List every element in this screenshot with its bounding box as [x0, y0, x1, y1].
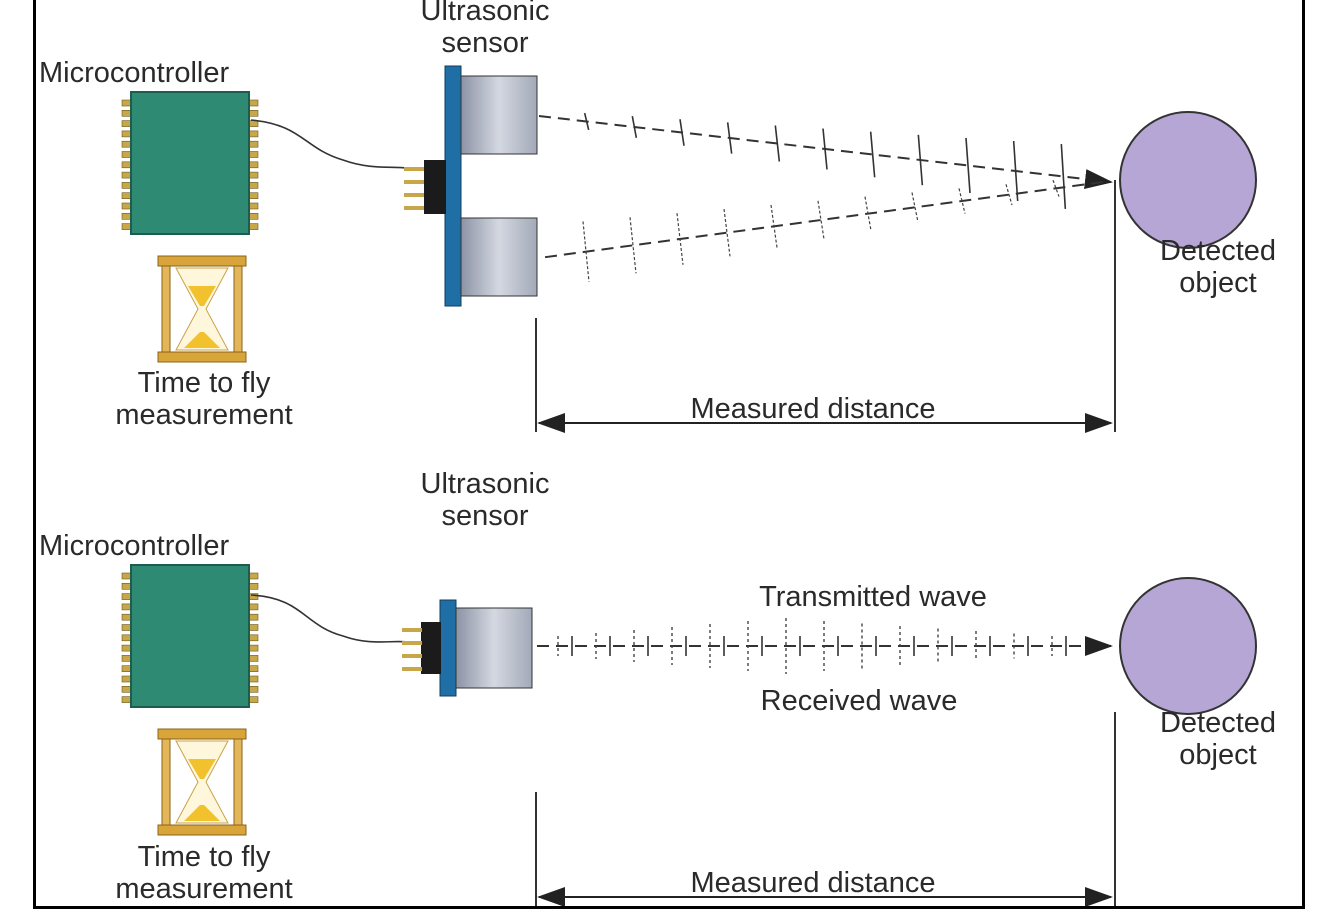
connector-pins	[402, 628, 422, 671]
timer-label-line1: Time to fly	[138, 841, 271, 873]
detected-object-icon	[1119, 577, 1257, 715]
object-label-line2: object	[1179, 267, 1256, 299]
chip-pins-left	[121, 99, 259, 230]
connector-pins	[404, 167, 424, 210]
object-label-line2: object	[1179, 739, 1256, 771]
object-label-line1: Detected	[1160, 707, 1276, 739]
sensor-label-line1: Ultrasonic	[421, 468, 550, 500]
distance-label: Measured distance	[690, 867, 935, 899]
sensor-label-line2: sensor	[441, 27, 528, 59]
microcontroller-chip-icon	[121, 564, 259, 708]
diagram-frame: Ultrasonic sensor Microcontroller Time t…	[33, 0, 1305, 909]
diagram-canvas: Ultrasonic sensor Microcontroller Time t…	[39, 0, 1276, 906]
object-label-line1: Detected	[1160, 235, 1276, 267]
sensor-label-line1: Ultrasonic	[421, 0, 550, 27]
transmitted-wave-label: Transmitted wave	[759, 581, 987, 613]
microcontroller-label: Microcontroller	[39, 57, 229, 89]
received-wave-label: Received wave	[761, 685, 958, 717]
microcontroller-chip-icon	[121, 91, 259, 235]
hourglass-icon	[157, 255, 247, 363]
wire	[250, 594, 408, 643]
distance-label: Measured distance	[690, 393, 935, 425]
panel-bottom: Ultrasonic sensor Microcontroller Time t…	[39, 468, 1276, 906]
timer-label-line2: measurement	[115, 399, 292, 431]
microcontroller-label: Microcontroller	[39, 530, 229, 562]
sensor-label-line2: sensor	[441, 500, 528, 532]
wave-ticks-top	[582, 112, 1067, 282]
panel-top: Ultrasonic sensor Microcontroller Time t…	[39, 0, 1276, 433]
ultrasonic-sensor-icon	[402, 599, 533, 697]
wave-ticks-bottom	[557, 618, 1067, 674]
wire	[250, 119, 408, 169]
chip-pins-left	[121, 572, 259, 703]
ultrasonic-sensor-icon	[404, 65, 538, 307]
detected-object-icon	[1119, 111, 1257, 249]
timer-label-line2: measurement	[115, 873, 292, 905]
hourglass-icon	[157, 728, 247, 836]
received-wave-line	[538, 181, 1104, 259]
timer-label-line1: Time to fly	[138, 367, 271, 399]
